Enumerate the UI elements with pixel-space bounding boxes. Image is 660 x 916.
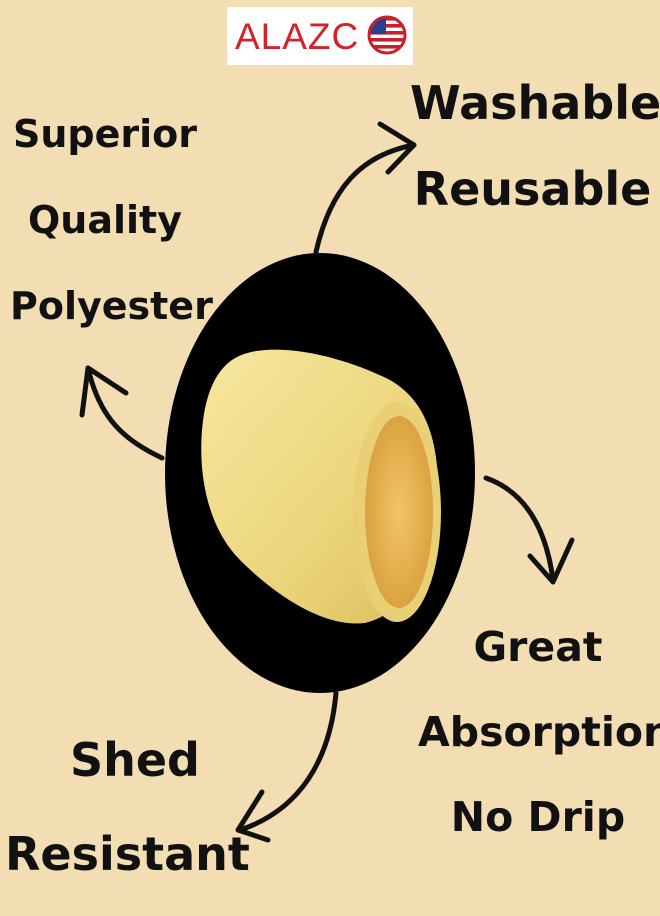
arrow-left [85, 365, 165, 461]
feature-line: Reusable [413, 162, 652, 216]
feature-great-absorption-no-drip: Great Absorption No Drip [418, 617, 660, 872]
arrow-head-right [527, 537, 575, 585]
paint-roller-cover-icon [201, 349, 441, 624]
arrow-head-bottom [235, 789, 271, 843]
arrow-top-right [313, 142, 417, 255]
feature-line: No Drip [450, 793, 626, 841]
brand-name: ALAZC [235, 15, 360, 57]
brand-logo: ALAZC [227, 7, 413, 65]
arrow-head-left [79, 365, 129, 418]
feature-superior-quality-polyester: Superior Quality Polyester [10, 112, 213, 370]
feature-line: Polyester [10, 284, 213, 328]
feature-line: Shed [69, 733, 200, 787]
feature-line: Washable [410, 76, 660, 130]
feature-line: Absorption [418, 708, 660, 756]
feature-washable-reusable: Washable Reusable [410, 74, 660, 246]
arrow-right [483, 475, 556, 583]
usa-flag-icon [367, 15, 407, 55]
arrow-bottom [237, 690, 339, 833]
feature-line: Resistant [5, 827, 250, 881]
arrow-head-top-right [377, 121, 417, 175]
feature-line: Great [473, 623, 603, 671]
feature-line: Quality [28, 198, 182, 242]
feature-line: Superior [12, 112, 197, 156]
feature-shed-resistant: Shed Resistant [5, 728, 250, 916]
